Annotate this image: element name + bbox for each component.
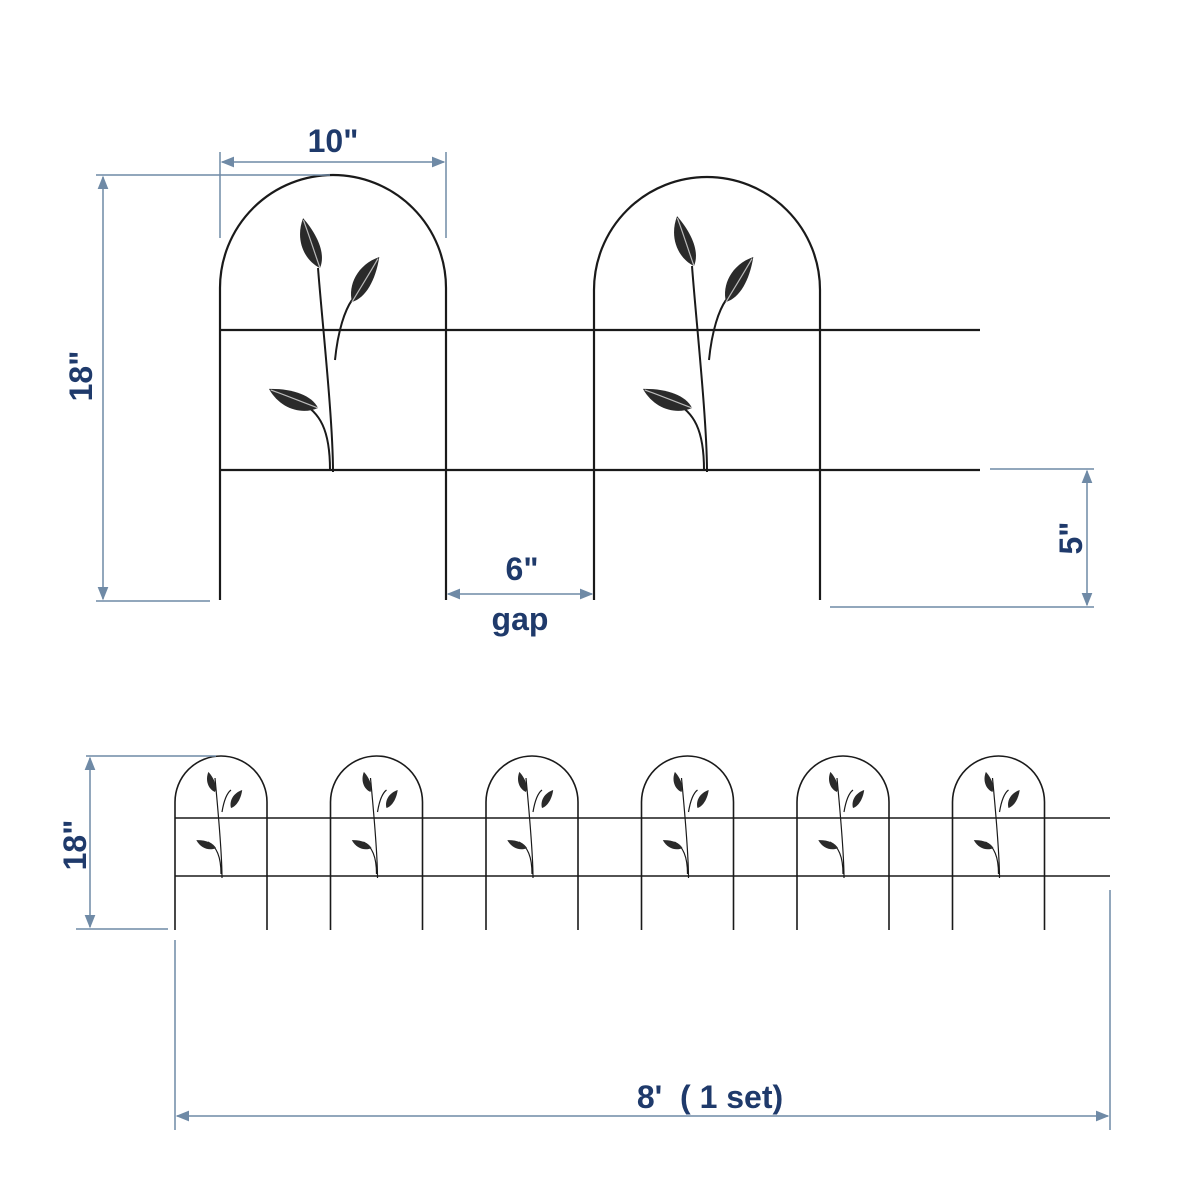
leaf-icon (350, 836, 373, 854)
horizontal-rails (220, 328, 980, 472)
detail-view: 10" 18" 6" gap 5" (63, 123, 1094, 637)
full-set-view: 18" 8' ( 1 set) (57, 755, 1111, 1130)
set-panels (174, 755, 1046, 930)
set-panel-5 (796, 755, 890, 930)
set-height-dimension (76, 755, 216, 930)
width-dimension (219, 152, 447, 238)
set-panel-stem (207, 777, 232, 879)
leaf-icon (972, 836, 995, 854)
set-panel-arch (485, 755, 579, 930)
spike-dimension (830, 468, 1094, 608)
set-panel-stem (363, 777, 387, 879)
height-label: 18" (63, 351, 99, 402)
leaf-icon (661, 836, 684, 854)
set-panel-1 (174, 755, 268, 930)
leaf-stem-decoration-1 (265, 215, 390, 473)
set-panel-2 (329, 755, 424, 930)
fence-panel-2 (592, 175, 822, 600)
set-panel-stem (674, 777, 698, 879)
set-height-label: 18" (57, 820, 93, 871)
leaf-stem-decoration-2 (639, 213, 764, 473)
set-panel-4 (640, 755, 735, 930)
set-panel-arch (174, 755, 268, 930)
set-rails (175, 817, 1110, 877)
spike-label: 5" (1053, 522, 1089, 555)
set-panel-arch (640, 755, 735, 930)
set-panel-arch (796, 755, 890, 930)
set-panel-stem (829, 777, 854, 879)
set-panel-arch (329, 755, 424, 930)
set-panel-stem (518, 777, 543, 879)
set-panel-3 (485, 755, 579, 930)
leaf-icon (194, 836, 217, 854)
set-panel-stem (985, 777, 1009, 879)
set-length-dimension (174, 890, 1111, 1130)
height-dimension (96, 174, 330, 602)
width-label: 10" (308, 123, 359, 159)
leaf-icon (816, 836, 839, 854)
gap-word-label: gap (492, 601, 549, 637)
fence-panel-1 (218, 173, 448, 600)
gap-value-label: 6" (506, 551, 539, 587)
set-panel-6 (951, 755, 1046, 930)
set-panel-arch (951, 755, 1046, 930)
set-length-label: 8' ( 1 set) (637, 1079, 783, 1115)
leaf-icon (505, 836, 528, 854)
